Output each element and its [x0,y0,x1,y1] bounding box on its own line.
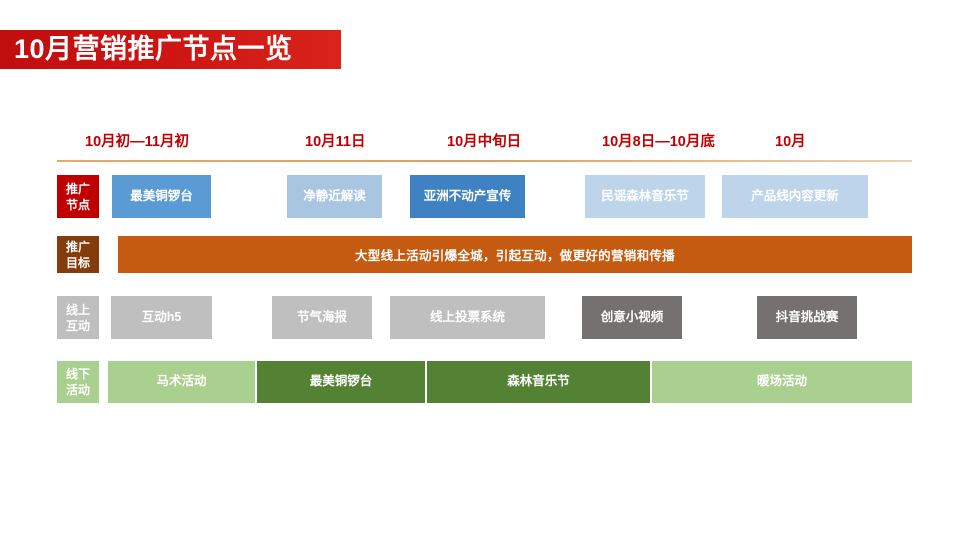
row-label-offline-activity: 线下 活动 [57,361,99,403]
offline-activity-chip-2[interactable]: 最美铜锣台 [257,361,425,403]
promotion-nodes-chip-5[interactable]: 产品线内容更新 [722,175,868,218]
online-interaction-chip-4[interactable]: 创意小视频 [582,296,682,339]
promotion-nodes-chip-2[interactable]: 净静近解读 [287,175,382,218]
row-label-promotion-goal: 推广 目标 [57,236,99,273]
row-label-line-2: 目标 [65,255,90,270]
row-label-line-1: 线下 [65,367,90,381]
row-label-line-1: 推广 [65,239,90,254]
timeline-date-5: 10月 [775,134,806,150]
promotion-nodes-chip-3[interactable]: 亚洲不动产宣传 [410,175,525,218]
offline-activity-chip-4[interactable]: 暖场活动 [652,361,912,403]
row-label-line-2: 节点 [65,197,90,212]
timeline-date-3: 10月中旬日 [447,134,522,150]
row-label-line-1: 推广 [65,181,90,196]
timeline-date-4: 10月8日—10月底 [602,134,715,150]
row-label-line-1: 线上 [65,302,90,317]
online-interaction-chip-2[interactable]: 节气海报 [272,296,372,339]
row-label-promotion-nodes: 推广 节点 [57,175,99,218]
timeline-date-1: 10月初—11月初 [85,134,189,150]
page-title: 10月营销推广节点一览 [14,34,293,64]
timeline-date-2: 10月11日 [305,134,366,150]
slide-title-banner: 10月营销推广节点一览 [0,30,341,69]
online-interaction-chip-5[interactable]: 抖音挑战赛 [757,296,857,339]
timeline-axis-rule [57,160,912,162]
row-label-online-interaction: 线上 互动 [57,296,99,339]
timeline-date-header: 10月初—11月初 10月11日 10月中旬日 10月8日—10月底 10月 [57,131,912,156]
row-label-line-2: 活动 [65,383,90,397]
promotion-goal-bar: 大型线上活动引爆全城，引起互动，做更好的营销和传播 [118,236,912,273]
offline-activity-chip-1[interactable]: 马术活动 [108,361,255,403]
online-interaction-chip-1[interactable]: 互动h5 [111,296,212,339]
promotion-nodes-chip-1[interactable]: 最美铜锣台 [112,175,211,218]
online-interaction-chip-3[interactable]: 线上投票系统 [390,296,545,339]
offline-activity-chip-3[interactable]: 森林音乐节 [427,361,650,403]
promotion-nodes-chip-4[interactable]: 民谣森林音乐节 [585,175,705,218]
row-label-line-2: 互动 [65,318,90,333]
